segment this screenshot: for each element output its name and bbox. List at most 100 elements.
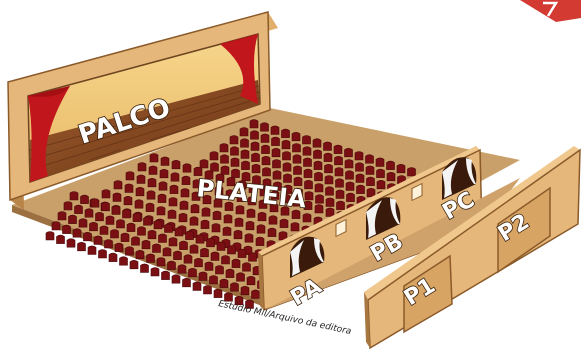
seat — [235, 218, 243, 227]
seat — [316, 195, 324, 204]
seat — [231, 283, 239, 292]
seat — [69, 215, 77, 224]
seat — [223, 227, 231, 236]
seat — [136, 250, 144, 259]
seat — [135, 200, 143, 209]
seat — [157, 207, 165, 216]
seat — [314, 150, 322, 159]
seat — [210, 276, 218, 285]
seat — [64, 202, 72, 211]
seat — [313, 139, 321, 148]
seat — [326, 198, 334, 207]
seat — [224, 215, 232, 224]
seat — [199, 272, 207, 281]
seat — [304, 158, 312, 167]
seat — [356, 174, 364, 183]
image-credit: Estúdio Mil/Arquivo da editora — [217, 299, 352, 337]
seat — [251, 142, 259, 151]
seat — [272, 148, 280, 157]
seat — [243, 263, 251, 272]
seat — [335, 156, 343, 165]
seat — [105, 240, 113, 249]
seat — [169, 198, 177, 207]
seat — [315, 184, 323, 193]
seat — [81, 195, 89, 204]
seat — [387, 161, 395, 170]
seat — [174, 251, 182, 260]
seat — [112, 206, 120, 215]
seat — [258, 212, 266, 221]
seat — [169, 238, 177, 247]
seat — [376, 158, 384, 167]
seat — [182, 176, 190, 185]
seat — [146, 203, 154, 212]
seat — [168, 210, 176, 219]
seat — [149, 166, 157, 175]
seat — [144, 217, 152, 226]
seat — [202, 208, 210, 217]
seat — [123, 210, 131, 219]
seat — [273, 160, 281, 169]
seat — [147, 254, 155, 263]
seat — [211, 252, 219, 261]
seat — [179, 213, 187, 222]
seat — [178, 265, 186, 274]
seat — [303, 136, 311, 145]
seat — [159, 234, 167, 243]
seat — [250, 120, 258, 129]
seat — [132, 237, 140, 246]
seat — [334, 145, 342, 154]
seat — [325, 176, 333, 185]
seat — [335, 168, 343, 177]
seat — [377, 180, 385, 189]
seat — [141, 264, 149, 273]
seat — [283, 152, 291, 161]
seat — [67, 239, 75, 248]
seat — [408, 168, 416, 177]
seat — [120, 257, 128, 266]
seat — [190, 217, 198, 226]
seat — [207, 238, 215, 247]
seat — [183, 164, 191, 173]
seat — [355, 152, 363, 161]
seat — [231, 158, 239, 167]
seat — [272, 137, 280, 146]
seat — [214, 289, 222, 298]
seat — [231, 147, 239, 156]
seat — [193, 282, 201, 291]
seat — [84, 232, 92, 241]
seat — [217, 242, 225, 251]
seat — [73, 229, 81, 238]
seat — [121, 233, 129, 242]
seat — [171, 173, 179, 182]
seat — [228, 246, 236, 255]
seat — [160, 169, 168, 178]
seat — [126, 172, 134, 181]
seat — [85, 209, 93, 218]
seat — [205, 262, 213, 271]
seat — [271, 126, 279, 135]
seat — [240, 128, 248, 137]
seat — [357, 185, 365, 194]
seat — [175, 228, 183, 237]
seat — [367, 177, 375, 186]
seat — [63, 225, 71, 234]
seat — [337, 201, 345, 210]
seat — [200, 160, 208, 169]
seat — [114, 181, 122, 190]
seat — [237, 273, 245, 282]
seat — [252, 164, 260, 173]
seat — [127, 223, 135, 232]
seat — [79, 219, 87, 228]
seat — [251, 131, 259, 140]
seat — [148, 178, 156, 187]
seat — [263, 168, 271, 177]
seat — [165, 224, 173, 233]
seat — [397, 164, 405, 173]
seat — [292, 132, 300, 141]
seat — [245, 234, 253, 243]
seat — [234, 230, 242, 239]
seat — [184, 255, 192, 264]
